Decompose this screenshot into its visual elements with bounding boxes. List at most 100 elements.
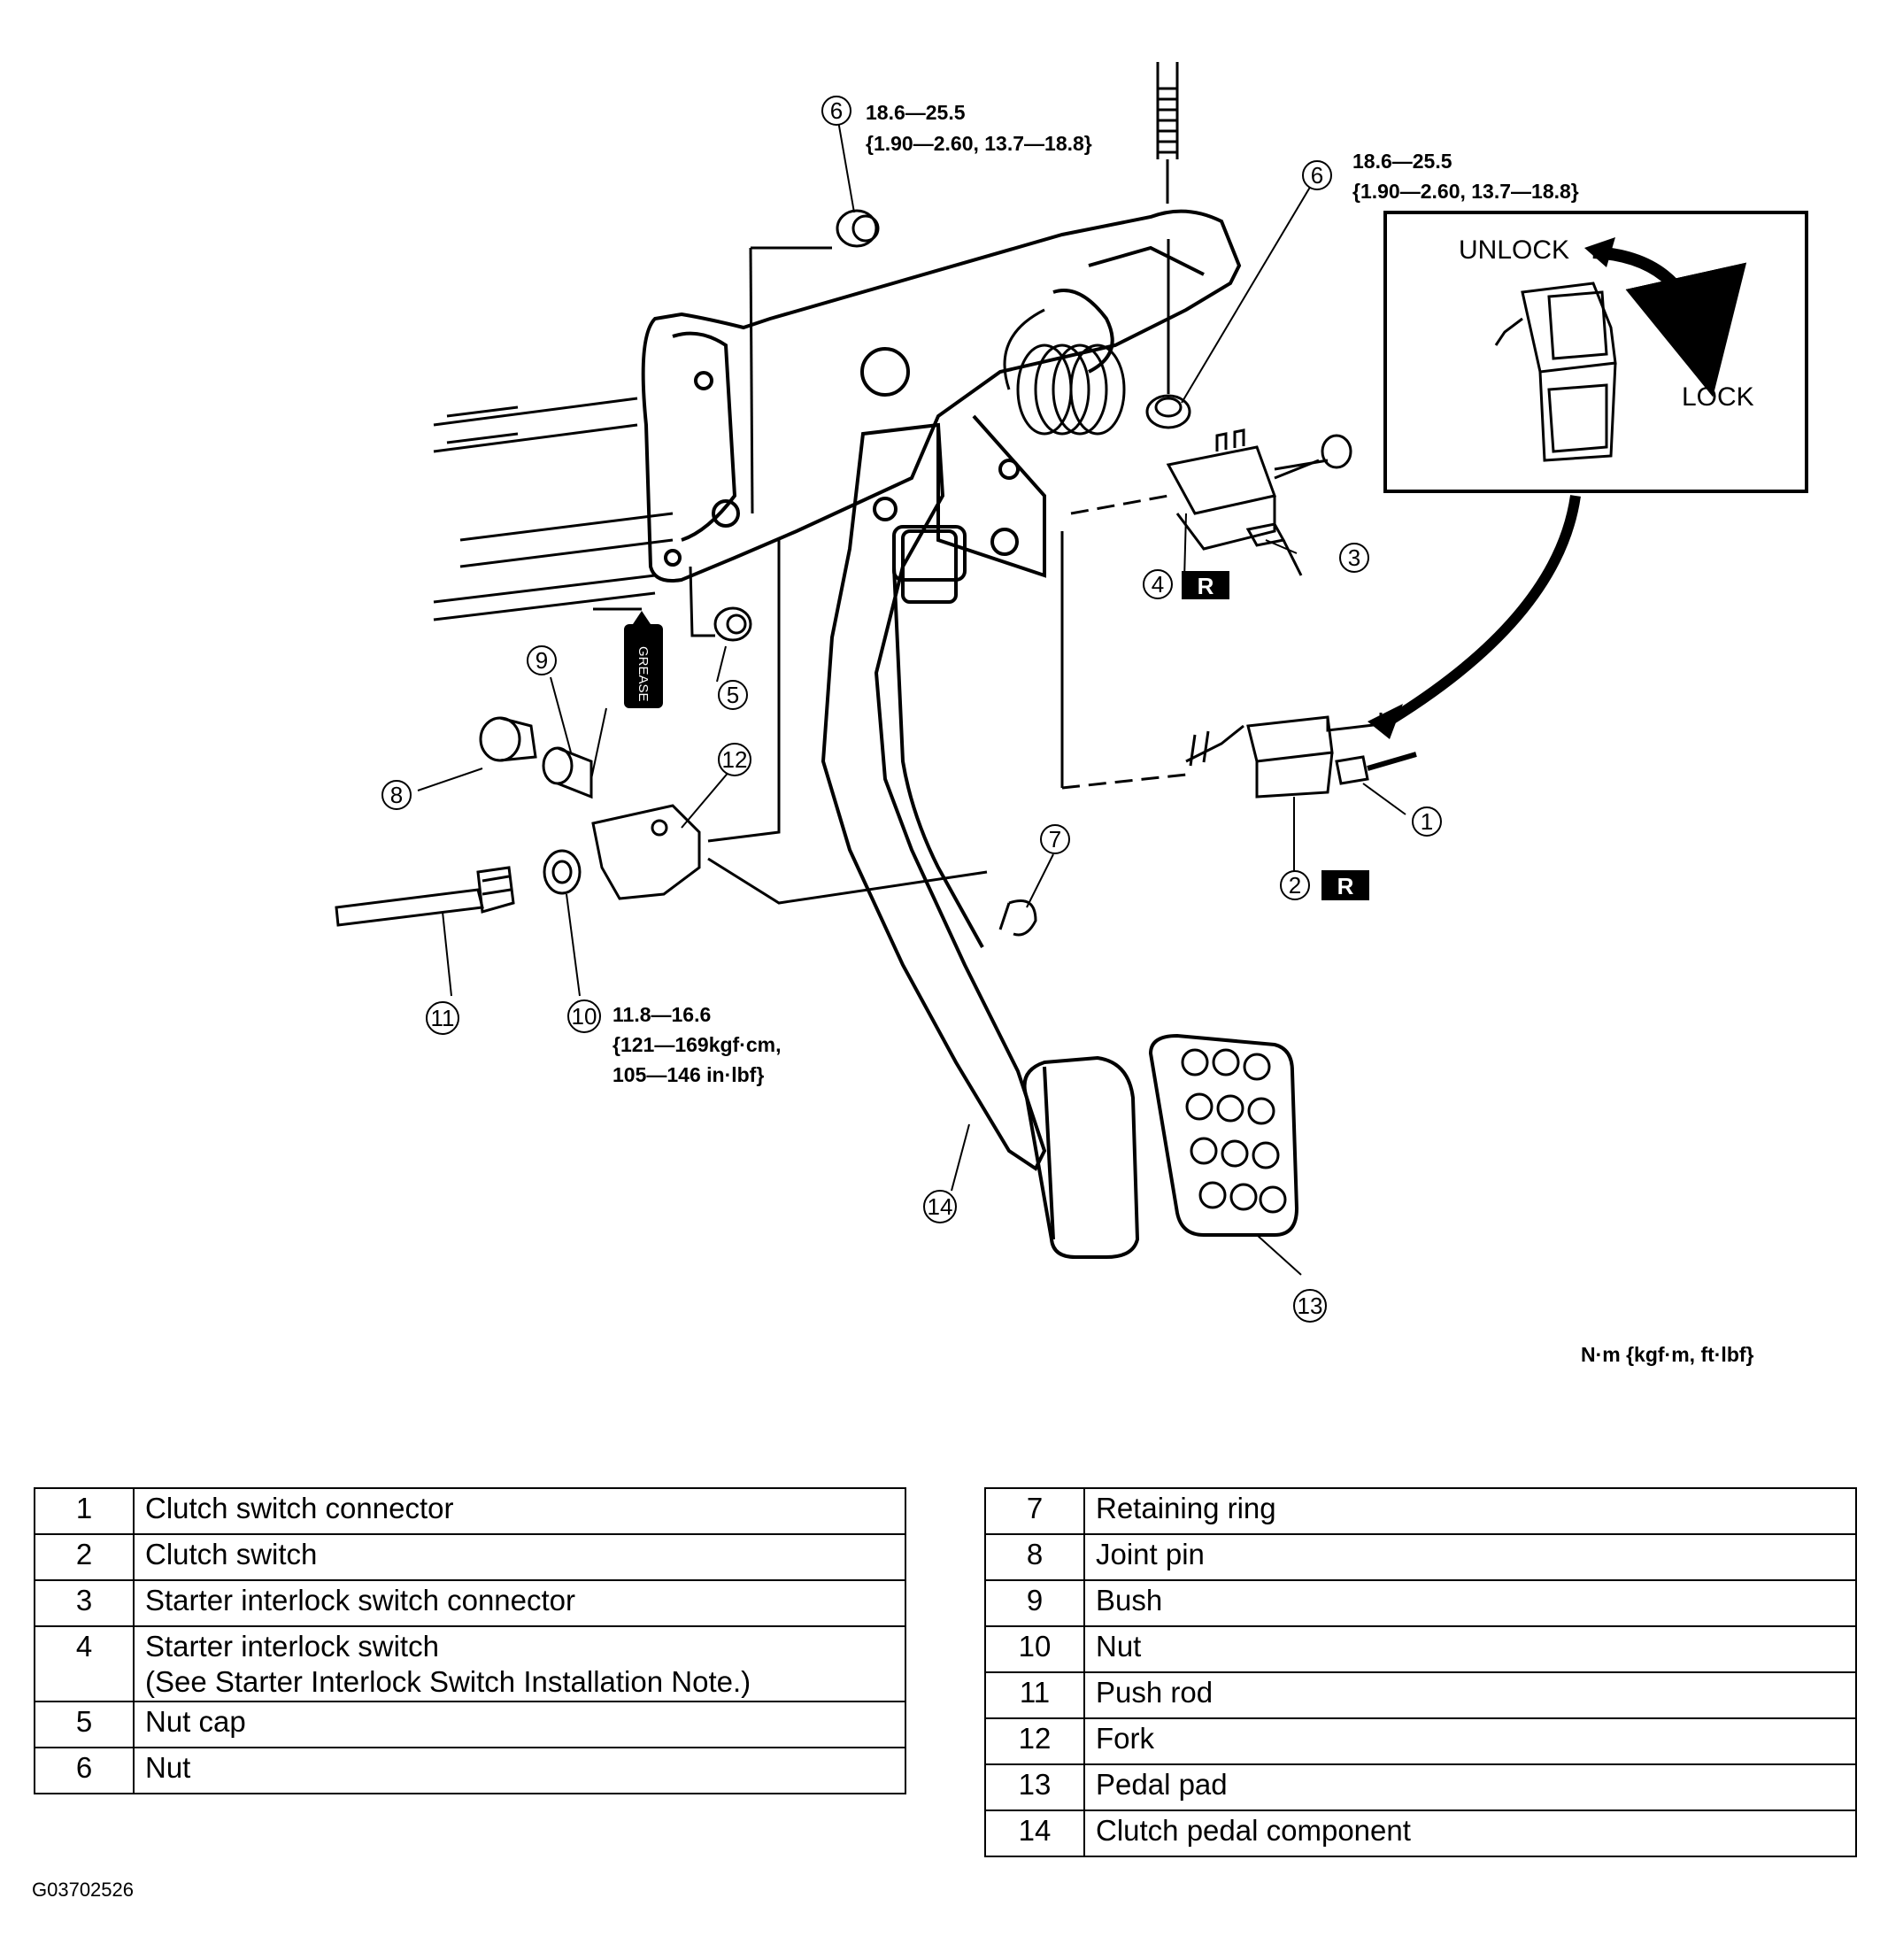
callout-14: 14 <box>923 1190 957 1223</box>
legend-description: Clutch switch connector <box>133 1487 906 1535</box>
legend-description-text: Pedal pad <box>1096 1768 1228 1801</box>
svg-text:1: 1 <box>1421 808 1433 835</box>
callouts: 6 6 4 3 5 9 8 12 1 7 2 11 10 14 13 <box>381 96 1442 1323</box>
legend-number: 9 <box>984 1579 1085 1627</box>
legend-description-text: Clutch pedal component <box>1096 1814 1411 1847</box>
pedal-bracket <box>641 209 1242 583</box>
legend-number: 1 <box>34 1487 135 1535</box>
legend-number: 12 <box>984 1717 1085 1765</box>
lock-detail-inset: UNLOCK LOCK <box>1368 211 1808 739</box>
legend-number: 2 <box>34 1533 135 1581</box>
legend-description-text: Joint pin <box>1096 1538 1205 1570</box>
legend-row: 13 Pedal pad <box>984 1763 1857 1811</box>
svg-text:105—146 in·lbf}: 105—146 in·lbf} <box>613 1063 764 1086</box>
callout-10: 10 <box>567 999 601 1033</box>
bush-part <box>542 746 593 799</box>
callout-2: 2 <box>1280 870 1310 900</box>
svg-text:5: 5 <box>727 682 739 708</box>
figure-code: G03702526 <box>32 1879 134 1901</box>
push-rod-part <box>335 866 515 927</box>
pedal-pad-boot <box>1022 1055 1140 1259</box>
grease-label: GREASE <box>636 646 651 702</box>
svg-text:{121—169kgf·cm,: {121—169kgf·cm, <box>613 1033 782 1056</box>
callout-11: 11 <box>426 1001 459 1035</box>
legend-number: 7 <box>984 1487 1085 1535</box>
legend-number: 5 <box>34 1701 135 1749</box>
svg-text:18.6—25.5: 18.6—25.5 <box>866 101 966 124</box>
legend-description-text: Clutch switch connector <box>145 1492 454 1524</box>
legend-description: Nut <box>1083 1625 1857 1673</box>
retaining-ring-part <box>998 899 1037 937</box>
nut-6-right-part <box>1145 239 1191 429</box>
callout-7: 7 <box>1040 824 1070 854</box>
legend-description: Clutch pedal component <box>1083 1810 1857 1857</box>
legend-row: 14 Clutch pedal component <box>984 1810 1857 1857</box>
units-note: N·m {kgf·m, ft·lbf} <box>1581 1343 1754 1366</box>
legend-description: Clutch switch <box>133 1533 906 1581</box>
legend-description: Fork <box>1083 1717 1857 1765</box>
legend-number: 11 <box>984 1671 1085 1719</box>
legend-description: Retaining ring <box>1083 1487 1857 1535</box>
lock-label: LOCK <box>1682 382 1754 412</box>
legend-row: 7 Retaining ring <box>984 1487 1857 1535</box>
leader-lines <box>417 110 1406 1276</box>
svg-text:10: 10 <box>572 1003 597 1030</box>
legend-row: 2 Clutch switch <box>34 1533 906 1581</box>
nut-6-top-part <box>749 209 880 514</box>
svg-text:13: 13 <box>1298 1293 1323 1319</box>
svg-text:4: 4 <box>1152 571 1164 598</box>
svg-text:18.6—25.5: 18.6—25.5 <box>1352 150 1452 173</box>
left-studs <box>433 397 674 621</box>
legend-row: 8 Joint pin <box>984 1533 1857 1581</box>
legend-description-text: Retaining ring <box>1096 1492 1276 1524</box>
legend-number: 14 <box>984 1810 1085 1857</box>
legend-description-text: Nut <box>1096 1630 1142 1663</box>
svg-text:R: R <box>1337 873 1354 899</box>
nut-10-part <box>543 849 582 895</box>
svg-text:8: 8 <box>390 782 403 808</box>
legend-description: Bush <box>1083 1579 1857 1627</box>
callout-1: 1 <box>1412 806 1442 837</box>
callout-9: 9 <box>527 645 557 675</box>
grease-tube: GREASE <box>593 607 663 708</box>
svg-text:6: 6 <box>830 97 843 124</box>
legend-number: 13 <box>984 1763 1085 1811</box>
legend-number: 8 <box>984 1533 1085 1581</box>
callout-3: 3 <box>1339 543 1369 573</box>
unlock-label: UNLOCK <box>1459 235 1569 265</box>
torque-spec-nut-10: 11.8—16.6 {121—169kgf·cm, 105—146 in·lbf… <box>613 1003 782 1086</box>
legend-description-text: Clutch switch <box>145 1538 318 1570</box>
legend-description-text: Push rod <box>1096 1676 1214 1709</box>
callout-6-top: 6 <box>821 96 851 126</box>
legend-description: Joint pin <box>1083 1533 1857 1581</box>
clutch-pedal-arm <box>821 414 1047 1171</box>
callout-12: 12 <box>718 743 751 776</box>
legend-row: 5 Nut cap <box>34 1701 906 1749</box>
legend-description-text: Bush <box>1096 1584 1163 1617</box>
legend-description-text: Nut cap <box>145 1705 246 1739</box>
svg-text:R: R <box>1198 573 1214 599</box>
svg-text:{1.90—2.60, 13.7—18.8}: {1.90—2.60, 13.7—18.8} <box>1352 180 1579 203</box>
legend-row: 1 Clutch switch connector <box>34 1487 906 1535</box>
legend-description: Pedal pad <box>1083 1763 1857 1811</box>
torque-spec-nut-6-right: 18.6—25.5 {1.90—2.60, 13.7—18.8} <box>1352 150 1579 203</box>
starter-interlock-connector-part <box>1245 522 1303 576</box>
legend-description-text: Starter interlock switch connector <box>145 1584 576 1617</box>
callout-8: 8 <box>381 780 412 810</box>
legend-description: Starter interlock switch(See Starter Int… <box>133 1624 906 1703</box>
joint-pin-part <box>479 716 537 762</box>
callout-4: 4 <box>1143 569 1173 599</box>
legend-number: 6 <box>34 1747 135 1795</box>
legend-row: 6 Nut <box>34 1747 906 1795</box>
legend-description-text: Starter interlock switch <box>145 1630 439 1663</box>
legend-description: Starter interlock switch connector <box>133 1579 906 1627</box>
callout-13: 13 <box>1293 1289 1327 1323</box>
clutch-pedal-exploded-diagram: GREASE UNLOCK LOCK <box>335 62 1808 1366</box>
svg-text:11: 11 <box>431 1005 455 1031</box>
pedal-pad <box>1148 1033 1299 1237</box>
legend-description: Push rod <box>1083 1671 1857 1719</box>
legend-description-text: Nut <box>145 1751 191 1785</box>
